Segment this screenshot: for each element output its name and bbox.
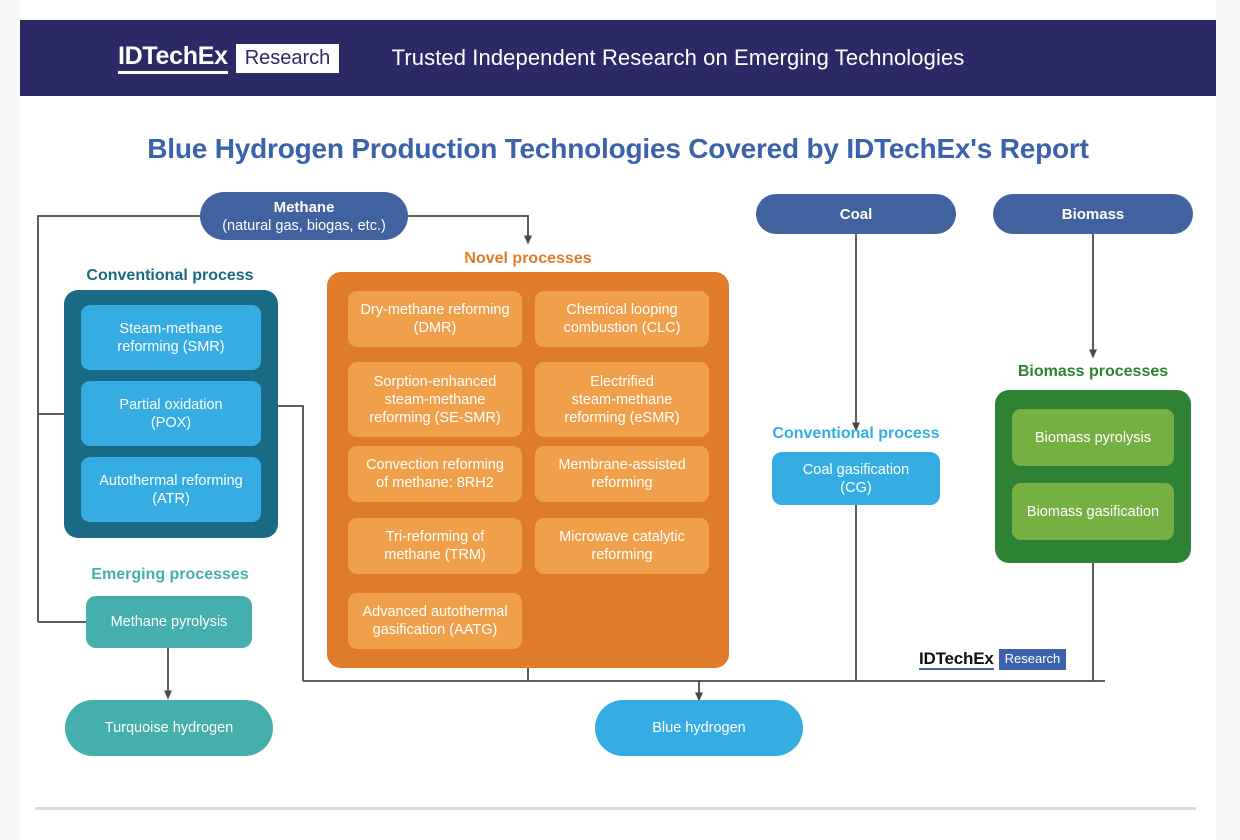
biomass-item-pyrolysis[interactable]: Biomass pyrolysis (1012, 409, 1174, 466)
novel-item-sesmr[interactable]: Sorption-enhanced steam-methane reformin… (348, 362, 522, 437)
site-header: Trusted Independent Research on Emerging… (20, 20, 1216, 96)
novel-item-trm-label: Tri-reforming of methane (TRM) (384, 529, 486, 563)
novel-item-aatg-label: Advanced autothermal gasification (AATG) (362, 604, 508, 638)
group-label-methane-conventional: Conventional process (86, 267, 254, 284)
biomass-item-gasification-label: Biomass gasification (1026, 503, 1160, 520)
source-node-methane[interactable]: Methane (natural gas, biogas, etc.) (200, 192, 408, 240)
bottom-divider (35, 807, 1196, 810)
novel-item-convection[interactable]: Convection reforming of methane: 8RH2 (348, 446, 522, 502)
coal-item-cg[interactable]: Coal gasification (CG) (772, 452, 940, 505)
group-label-emerging: Emerging processes (91, 566, 249, 583)
novel-item-clc-label: Chemical looping combustion (CLC) (563, 302, 681, 336)
novel-item-trm[interactable]: Tri-reforming of methane (TRM) (348, 518, 522, 574)
group-label-novel: Novel processes (464, 250, 592, 267)
novel-item-sesmr-label: Sorption-enhanced steam-methane reformin… (369, 373, 501, 426)
source-node-coal[interactable]: Coal (756, 194, 956, 234)
logo-research-badge: Research (235, 43, 340, 73)
process-item-atr[interactable]: Autothermal reforming (ATR) (81, 457, 261, 522)
source-methane-subtitle: (natural gas, biogas, etc.) (222, 217, 386, 234)
novel-item-dmr-label: Dry-methane reforming (DMR) (360, 302, 510, 336)
novel-item-aatg[interactable]: Advanced autothermal gasification (AATG) (348, 593, 522, 649)
process-item-pox[interactable]: Partial oxidation (POX) (81, 381, 261, 446)
novel-item-dmr[interactable]: Dry-methane reforming (DMR) (348, 291, 522, 347)
novel-item-membrane-label: Membrane-assisted reforming (558, 457, 686, 491)
emerging-item-methane-pyrolysis-label: Methane pyrolysis (110, 614, 228, 630)
output-node-turquoise-hydrogen[interactable]: Turquoise hydrogen (65, 700, 273, 756)
process-item-smr-label: Steam-methane reforming (SMR) (117, 320, 225, 355)
biomass-item-pyrolysis-label: Biomass pyrolysis (1034, 429, 1152, 446)
coal-item-cg-label: Coal gasification (CG) (802, 461, 910, 496)
watermark-research-badge: Research (998, 648, 1067, 670)
output-blue-hydrogen-label: Blue hydrogen (652, 720, 746, 736)
logo-wordmark: IDTechEx (118, 42, 228, 74)
process-item-smr[interactable]: Steam-methane reforming (SMR) (81, 305, 261, 370)
page-title: Blue Hydrogen Production Technologies Co… (147, 133, 1089, 164)
watermark-logo: IDTechEx Research (919, 648, 1067, 670)
source-node-biomass[interactable]: Biomass (993, 194, 1193, 234)
biomass-item-gasification[interactable]: Biomass gasification (1012, 483, 1174, 540)
novel-item-esmr-label: Electrified steam-methane reforming (eSM… (564, 373, 680, 426)
group-label-coal-conventional: Conventional process (772, 425, 940, 442)
source-biomass-title: Biomass (1061, 205, 1125, 223)
novel-item-convection-label: Convection reforming of methane: 8RH2 (366, 457, 504, 491)
source-methane-title: Methane (273, 198, 335, 216)
emerging-item-methane-pyrolysis[interactable]: Methane pyrolysis (86, 596, 252, 648)
output-node-blue-hydrogen[interactable]: Blue hydrogen (595, 700, 803, 756)
group-label-biomass: Biomass processes (1017, 363, 1169, 380)
novel-item-microwave-label: Microwave catalytic reforming (559, 529, 685, 563)
watermark-wordmark: IDTechEx (919, 648, 994, 670)
process-item-atr-label: Autothermal reforming (ATR) (99, 472, 243, 507)
output-turquoise-hydrogen-label: Turquoise hydrogen (104, 720, 234, 736)
source-coal-title: Coal (839, 205, 873, 223)
process-item-pox-label: Partial oxidation (POX) (119, 396, 223, 431)
idtechex-logo[interactable]: IDTechEx Research (118, 42, 340, 74)
novel-item-membrane[interactable]: Membrane-assisted reforming (535, 446, 709, 502)
header-tagline: Trusted Independent Research on Emerging… (391, 45, 965, 70)
novel-item-microwave[interactable]: Microwave catalytic reforming (535, 518, 709, 574)
novel-item-esmr[interactable]: Electrified steam-methane reforming (eSM… (535, 362, 709, 437)
novel-item-clc[interactable]: Chemical looping combustion (CLC) (535, 291, 709, 347)
